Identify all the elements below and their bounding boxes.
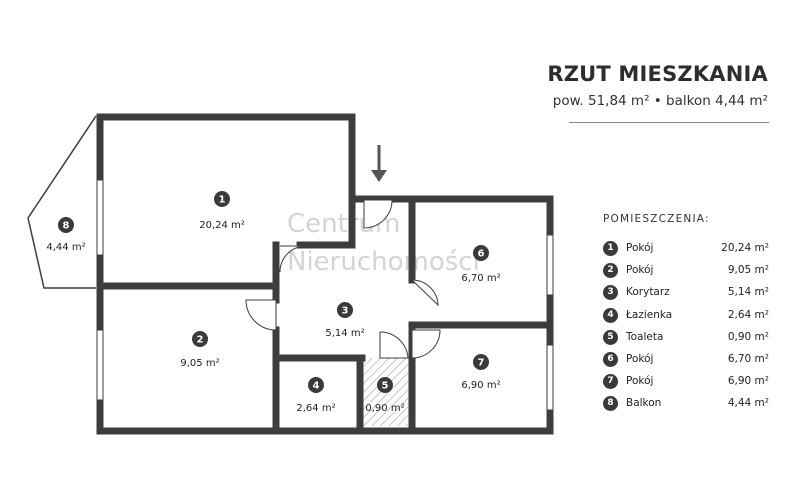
legend-room-name: Łazienka	[626, 308, 673, 321]
legend-room-name: Pokój	[626, 375, 654, 388]
title-divider	[569, 122, 769, 123]
legend-room-name: Pokój	[626, 264, 654, 277]
doors	[245, 199, 441, 359]
legend-number-badge: 7	[603, 374, 618, 390]
legend-number-badge: 4	[603, 307, 618, 323]
door-room-7	[411, 329, 441, 359]
door-toilet	[379, 331, 409, 359]
window-room-6	[546, 234, 554, 296]
door-room-6	[410, 279, 439, 307]
room-5-area: 0,90 m²	[365, 403, 404, 414]
legend-number-badge: 8	[603, 396, 618, 412]
room-1: 1 20,24 m²	[199, 191, 245, 231]
room-6: 6 6,70 m²	[461, 245, 501, 284]
room-8: 8 4,44 m²	[46, 217, 86, 253]
room-3-number: 3	[342, 306, 349, 317]
window-room-2	[96, 329, 104, 401]
legend-heading: POMIESZCZENIA:	[603, 213, 710, 225]
room-2-area: 9,05 m²	[180, 358, 219, 369]
door-room-2	[245, 299, 277, 331]
legend-number-badge: 2	[603, 263, 618, 279]
room-4-area: 2,64 m²	[296, 403, 335, 414]
door-room-1	[279, 245, 307, 273]
door-entrance	[363, 199, 393, 229]
legend-room-name: Balkon	[626, 397, 662, 410]
room-6-area: 6,70 m²	[461, 273, 500, 284]
legend-room-area: 2,64 m²	[727, 308, 769, 321]
room-2: 2 9,05 m²	[180, 331, 220, 369]
legend-row: 8 Balkon 4,44 m²	[603, 395, 769, 417]
page-title: RZUT MIESZKANIA	[547, 62, 768, 86]
room-6-number: 6	[478, 249, 485, 260]
room-3: 3 5,14 m²	[325, 302, 365, 339]
window-room-1	[96, 179, 104, 256]
room-4-number: 4	[313, 381, 320, 392]
room-8-number: 8	[63, 221, 70, 232]
watermark-line-2: Nieruchomości	[287, 247, 480, 277]
legend-row: 7 Pokój 6,90 m²	[603, 373, 769, 395]
legend-room-area: 6,70 m²	[727, 352, 769, 365]
room-2-number: 2	[197, 335, 204, 346]
room-1-area: 20,24 m²	[199, 220, 245, 231]
legend-room-area: 0,90 m²	[727, 330, 769, 343]
room-3-area: 5,14 m²	[325, 328, 364, 339]
room-7: 7 6,90 m²	[461, 354, 501, 391]
room-labels: 1 20,24 m² 2 9,05 m² 3 5,14 m² 4 2,64 m²…	[46, 191, 501, 414]
page-subtitle: pow. 51,84 m² • balkon 4,44 m²	[552, 93, 768, 109]
legend-row: 5 Toaleta 0,90 m²	[603, 329, 769, 351]
legend-room-area: 20,24 m²	[721, 242, 769, 254]
legend-room-name: Pokój	[626, 242, 654, 254]
entrance-arrow-icon	[371, 145, 387, 182]
legend-room-name: Pokój	[626, 352, 654, 365]
legend-number-badge: 6	[603, 351, 618, 367]
room-7-area: 6,90 m²	[461, 380, 500, 391]
room-8-area: 4,44 m²	[46, 242, 85, 253]
balcony	[27, 115, 97, 289]
legend-number-badge: 3	[603, 285, 618, 301]
legend-row: 1 Pokój 20,24 m²	[603, 240, 769, 262]
room-5-number: 5	[382, 381, 389, 392]
legend-room-area: 5,14 m²	[727, 286, 769, 299]
legend-room-area: 4,44 m²	[727, 397, 769, 410]
room-4: 4 2,64 m²	[296, 377, 336, 414]
legend-room-name: Toaleta	[626, 330, 664, 343]
room-5: 5 0,90 m²	[365, 377, 405, 414]
legend-room-name: Korytarz	[626, 286, 670, 299]
room-7-number: 7	[478, 358, 485, 369]
windows	[96, 179, 554, 411]
legend-row: 3 Korytarz 5,14 m²	[603, 284, 769, 306]
legend-row: 4 Łazienka 2,64 m²	[603, 307, 769, 329]
room-1-number: 1	[219, 195, 226, 206]
legend-row: 2 Pokój 9,05 m²	[603, 262, 769, 284]
window-room-7	[546, 344, 554, 411]
legend-room-area: 9,05 m²	[727, 264, 769, 277]
legend-room-area: 6,90 m²	[727, 375, 769, 388]
legend-number-badge: 1	[603, 241, 618, 256]
legend-number-badge: 5	[603, 329, 618, 345]
legend-row: 6 Pokój 6,70 m²	[603, 351, 769, 373]
